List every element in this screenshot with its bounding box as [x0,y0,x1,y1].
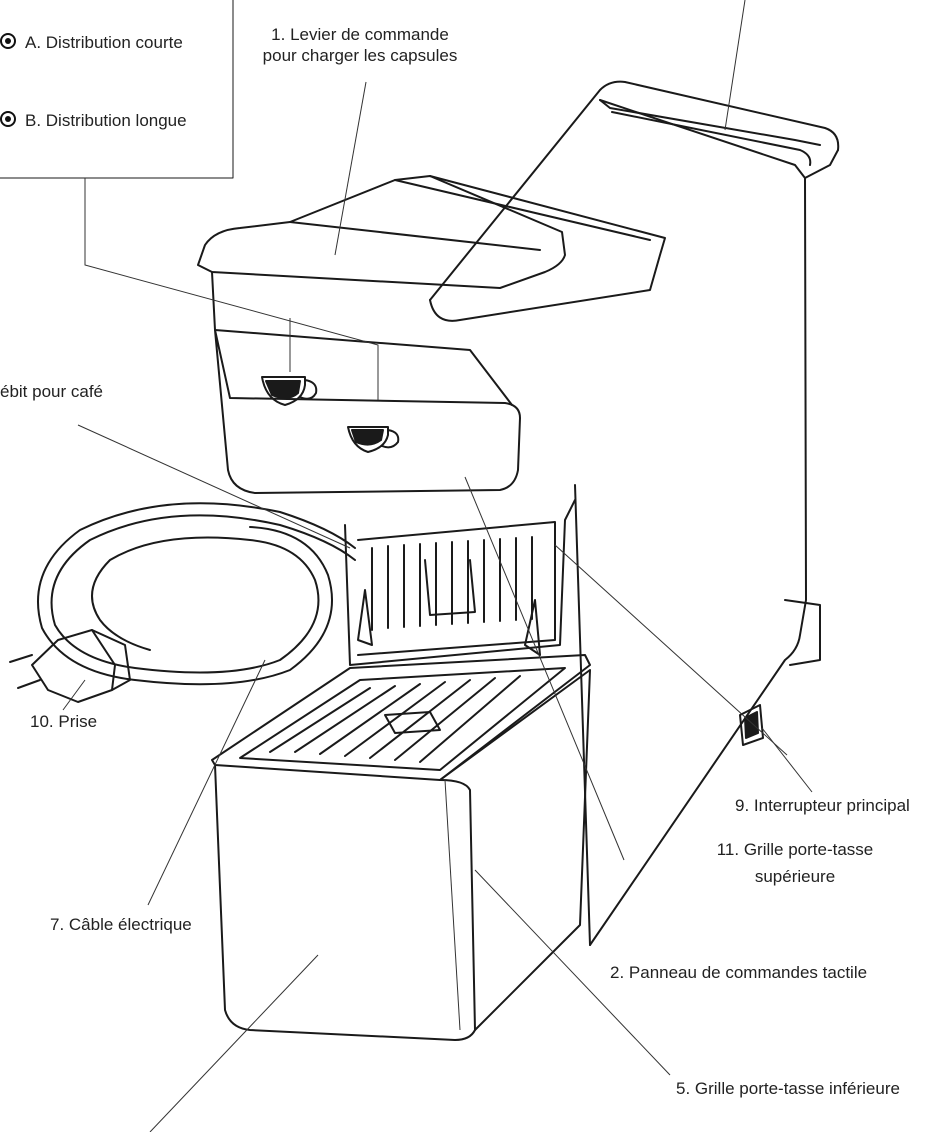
head-panel-line [214,329,513,406]
drip-tray [211,654,591,781]
power-switch-inner [744,711,759,739]
power-switch [739,704,764,746]
plug-body [91,629,131,691]
button-icon [0,33,16,49]
power-cable [50,514,356,674]
label-11: 11. Grille porte-tasse supérieure [690,839,900,888]
water-container-front [214,764,476,1041]
drip-tray-center [384,711,441,734]
water-tank-rim [611,111,812,166]
lid-inner-line [289,221,541,251]
leader-10 [62,679,86,711]
leader-bottom-center [444,779,461,1031]
long-coffee-button [347,426,400,453]
dispenser-head [211,271,521,494]
water-tank-top [599,99,821,146]
leader-7 [147,659,266,906]
label-debit: ébit pour café [0,382,104,401]
label-9: 9. Interrupteur principal [735,796,910,815]
head-top-slope [429,175,666,322]
leader-11 [554,544,788,756]
water-container-edge [439,669,591,1031]
label-1-line1: 1. Levier de commande [271,25,449,44]
body-side-inner-edge [599,99,806,179]
machine-top-outline [429,80,840,301]
label-1-line2: pour charger les capsules [262,46,458,66]
legend-item-short: A. Distribution courte [25,33,183,52]
machine-side-outline [589,149,839,946]
leader-tank [724,0,746,131]
leader-2 [464,476,625,861]
label-11-line2: supérieure [754,867,836,887]
short-coffee-button [261,376,318,406]
leader-9 [761,727,813,793]
left-bracket [357,589,373,646]
label-7: 7. Câble électrique [50,915,192,934]
drip-tray-slots [269,675,521,763]
button-icon [0,111,16,127]
label-10: 10. Prise [30,712,98,731]
lid-edge-line [394,179,651,241]
label-1: 1. Levier de commande pour charger les c… [250,24,470,67]
right-bracket [524,599,541,656]
coffee-outlet [424,559,476,616]
power-plug [31,629,116,703]
drip-tray-grid [239,667,566,771]
dispensing-cavity [344,499,576,666]
label-11-line1: 11. Grille porte-tasse [716,840,874,859]
leader-bottom-left [149,954,319,1132]
leader-debit [77,424,351,549]
leader-legend [84,178,379,400]
long-coffee-fill [351,429,384,446]
machine-front-edge [574,484,591,946]
label-5: 5. Grille porte-tasse inférieure [676,1079,900,1098]
leader-5 [474,869,671,1076]
power-cable-outer [37,502,356,686]
legend-box [0,0,234,179]
base-foot [784,599,821,666]
label-2: 2. Panneau de commandes tactile [610,963,868,982]
upper-cup-grid [357,521,556,656]
short-coffee-fill [265,380,301,399]
legend-item-long: B. Distribution longue [25,111,187,130]
grid-ribs [371,536,533,631]
plug-pins [9,654,41,689]
leader-1 [334,81,367,256]
